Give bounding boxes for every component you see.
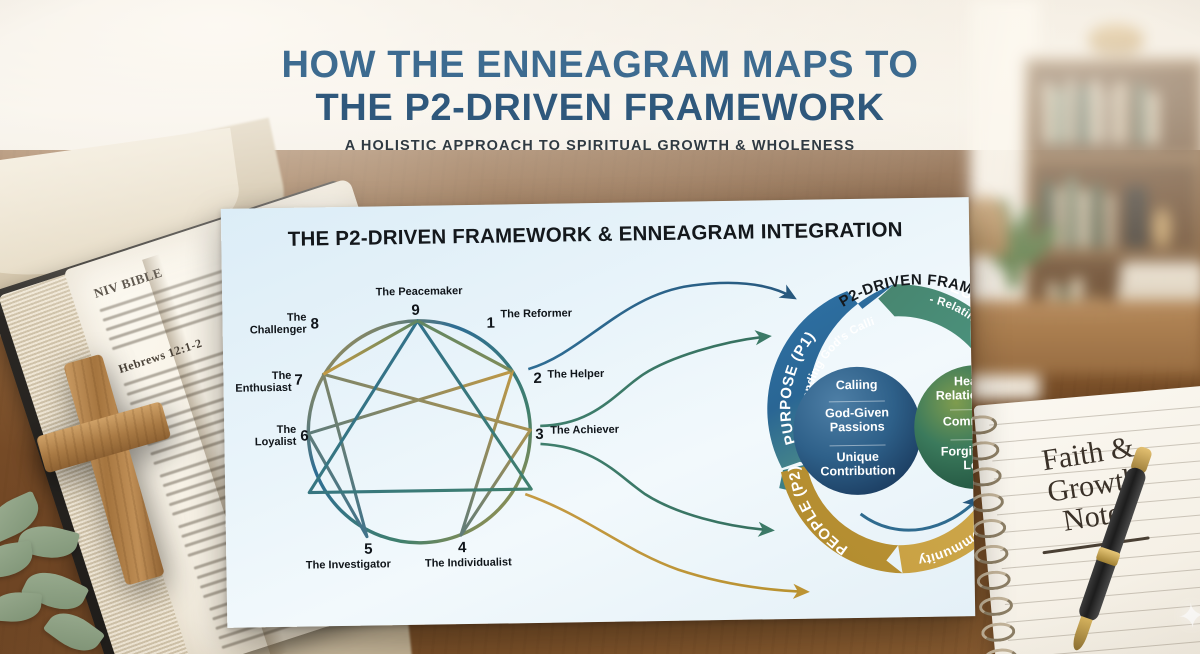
purpose-item-3: Unique Contribution bbox=[820, 449, 896, 479]
enneagram-number-2: 2 bbox=[533, 369, 542, 388]
enneagram-label-7: The Enthusiast bbox=[235, 369, 292, 396]
enneagram-number-3: 3 bbox=[535, 425, 544, 443]
page-title: HOW THE ENNEAGRAM MAPS TO THE P2-DRIVEN … bbox=[0, 44, 1200, 129]
page-title-line1: HOW THE ENNEAGRAM MAPS TO bbox=[281, 44, 919, 86]
enneagram-number-7: 7 bbox=[294, 371, 303, 389]
enneagram-diagram bbox=[306, 319, 533, 545]
enneagram-label-4: The Individualist bbox=[424, 556, 512, 570]
enneagram-number-8: 8 bbox=[310, 315, 320, 333]
purpose-item-1: Caliing bbox=[835, 377, 878, 393]
enneagram-label-6: The Loyalist bbox=[254, 423, 297, 449]
diagram-card: THE P2-DRIVEN FRAMEWORK & ENNEAGRAM INTE… bbox=[220, 197, 976, 628]
enneagram-label-9: The Peacemaker bbox=[375, 285, 463, 299]
enneagram-number-9: 9 bbox=[411, 301, 420, 319]
enneagram-label-1: The Reformer bbox=[500, 307, 573, 321]
page-title-line2: THE P2-DRIVEN FRAMEWORK bbox=[315, 86, 885, 129]
enneagram-label-5: The Investigator bbox=[305, 558, 391, 572]
page-subtitle: A HOLISTIC APPROACH TO SPIRITUAL GROWTH … bbox=[344, 138, 856, 155]
people-item-2: Community bbox=[942, 413, 976, 429]
enneagram-label-8: The Challenger bbox=[249, 311, 307, 337]
poster-heading: HOW THE ENNEAGRAM MAPS TO THE P2-DRIVEN … bbox=[0, 44, 1200, 154]
diagram-svg: PURPOSE (P1) - Understanding God's Calli… bbox=[221, 197, 976, 599]
enneagram-label-2: The Helper bbox=[547, 367, 605, 381]
enneagram-number-6: 6 bbox=[300, 427, 309, 445]
people-item-1: Healthy Relationships bbox=[935, 373, 976, 403]
people-item-3: Forgiveness Love bbox=[940, 443, 976, 473]
enneagram-label-3: The Achiever bbox=[550, 423, 620, 437]
enneagram-number-5: 5 bbox=[363, 540, 373, 558]
connector-arrows bbox=[524, 281, 810, 599]
enneagram-number-1: 1 bbox=[486, 314, 496, 332]
purpose-item-2: God-Given Passions bbox=[824, 405, 890, 435]
enneagram-number-4: 4 bbox=[457, 539, 467, 557]
